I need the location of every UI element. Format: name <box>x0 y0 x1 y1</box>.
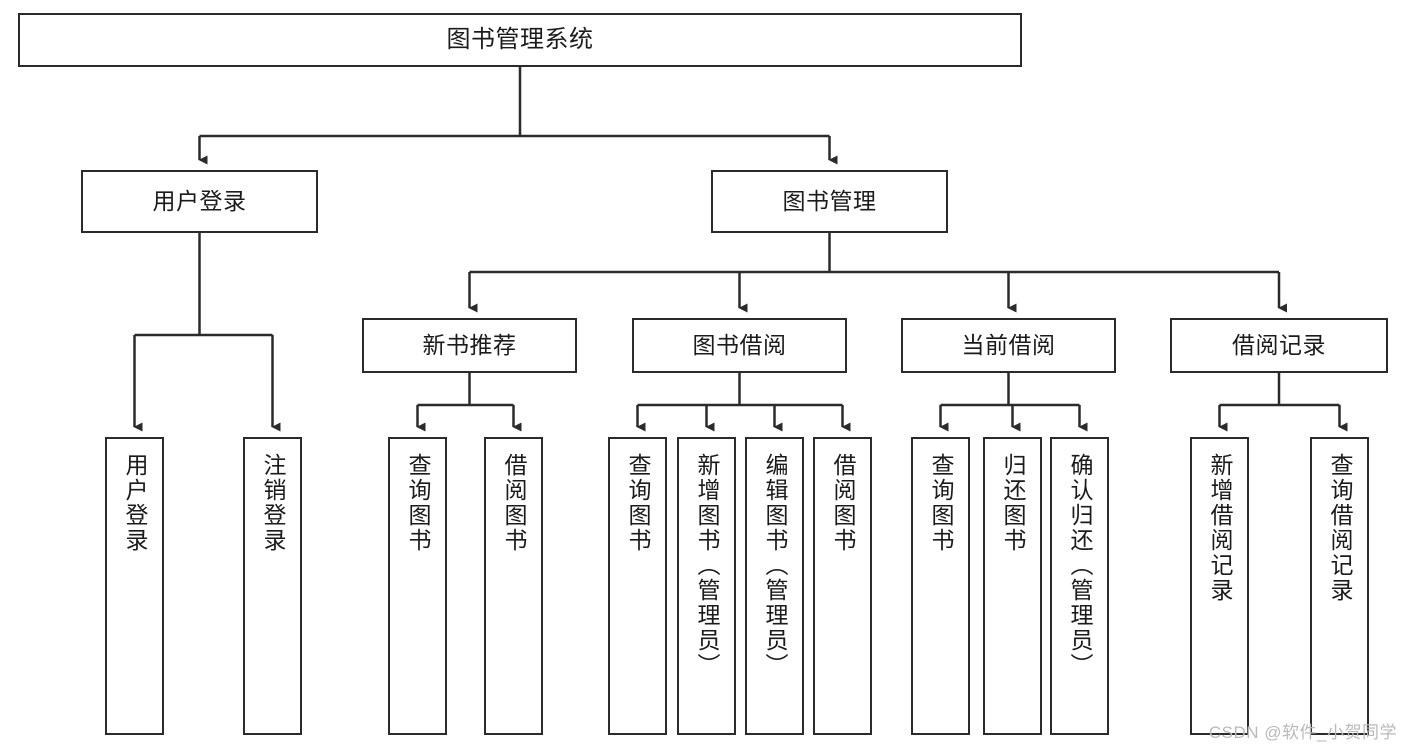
node-leaf-user-logout[interactable]: 注销登录 <box>243 437 302 735</box>
node-leaf-cu-confirm[interactable]: 确认归还（管理员） <box>1050 437 1109 735</box>
node-label: 用户登录 <box>122 453 148 553</box>
node-label: 查询借阅记录 <box>1327 453 1353 603</box>
node-leaf-user-login[interactable]: 用户登录 <box>105 437 164 735</box>
node-label: 图书管理系统 <box>446 25 594 53</box>
node-l2-user[interactable]: 用户登录 <box>81 170 318 233</box>
node-label: 用户登录 <box>152 187 247 214</box>
node-leaf-bo-edit[interactable]: 编辑图书（管理员） <box>745 437 804 735</box>
node-label: 借阅记录 <box>1232 331 1326 358</box>
node-label: 新增借阅记录 <box>1207 453 1233 603</box>
node-label: 编辑图书（管理员） <box>762 453 788 678</box>
node-label: 新增图书（管理员） <box>694 453 720 678</box>
node-l3-borrow[interactable]: 图书借阅 <box>632 318 847 373</box>
node-leaf-nb-borrow[interactable]: 借阅图书 <box>484 437 543 735</box>
node-l2-book[interactable]: 图书管理 <box>711 170 948 233</box>
node-leaf-cu-query[interactable]: 查询图书 <box>911 437 970 735</box>
node-label: 图书管理 <box>782 187 877 214</box>
node-label: 查询图书 <box>928 453 954 553</box>
node-leaf-bo-add[interactable]: 新增图书（管理员） <box>677 437 736 735</box>
node-root[interactable]: 图书管理系统 <box>18 13 1022 67</box>
node-leaf-bo-query[interactable]: 查询图书 <box>608 437 667 735</box>
node-leaf-rc-add[interactable]: 新增借阅记录 <box>1190 437 1249 735</box>
node-l3-newbook[interactable]: 新书推荐 <box>362 318 577 373</box>
node-leaf-rc-query[interactable]: 查询借阅记录 <box>1310 437 1369 735</box>
node-leaf-bo-borrow[interactable]: 借阅图书 <box>813 437 872 735</box>
node-label: 确认归还（管理员） <box>1067 453 1093 678</box>
node-label: 查询图书 <box>625 453 651 553</box>
node-label: 借阅图书 <box>501 453 527 553</box>
node-leaf-nb-query[interactable]: 查询图书 <box>388 437 447 735</box>
node-label: 新书推荐 <box>422 331 517 358</box>
node-l3-record[interactable]: 借阅记录 <box>1170 318 1388 373</box>
watermark: CSDN @软件_小贺同学 <box>1208 723 1397 742</box>
node-label: 注销登录 <box>260 453 286 553</box>
node-label: 归还图书 <box>1000 453 1026 553</box>
connector-group <box>133 67 1348 432</box>
node-leaf-cu-return[interactable]: 归还图书 <box>983 437 1042 735</box>
node-label: 借阅图书 <box>830 453 856 553</box>
node-label: 图书借阅 <box>692 331 787 358</box>
node-label: 查询图书 <box>405 453 431 553</box>
node-l3-current[interactable]: 当前借阅 <box>901 318 1116 373</box>
node-label: 当前借阅 <box>961 331 1056 358</box>
